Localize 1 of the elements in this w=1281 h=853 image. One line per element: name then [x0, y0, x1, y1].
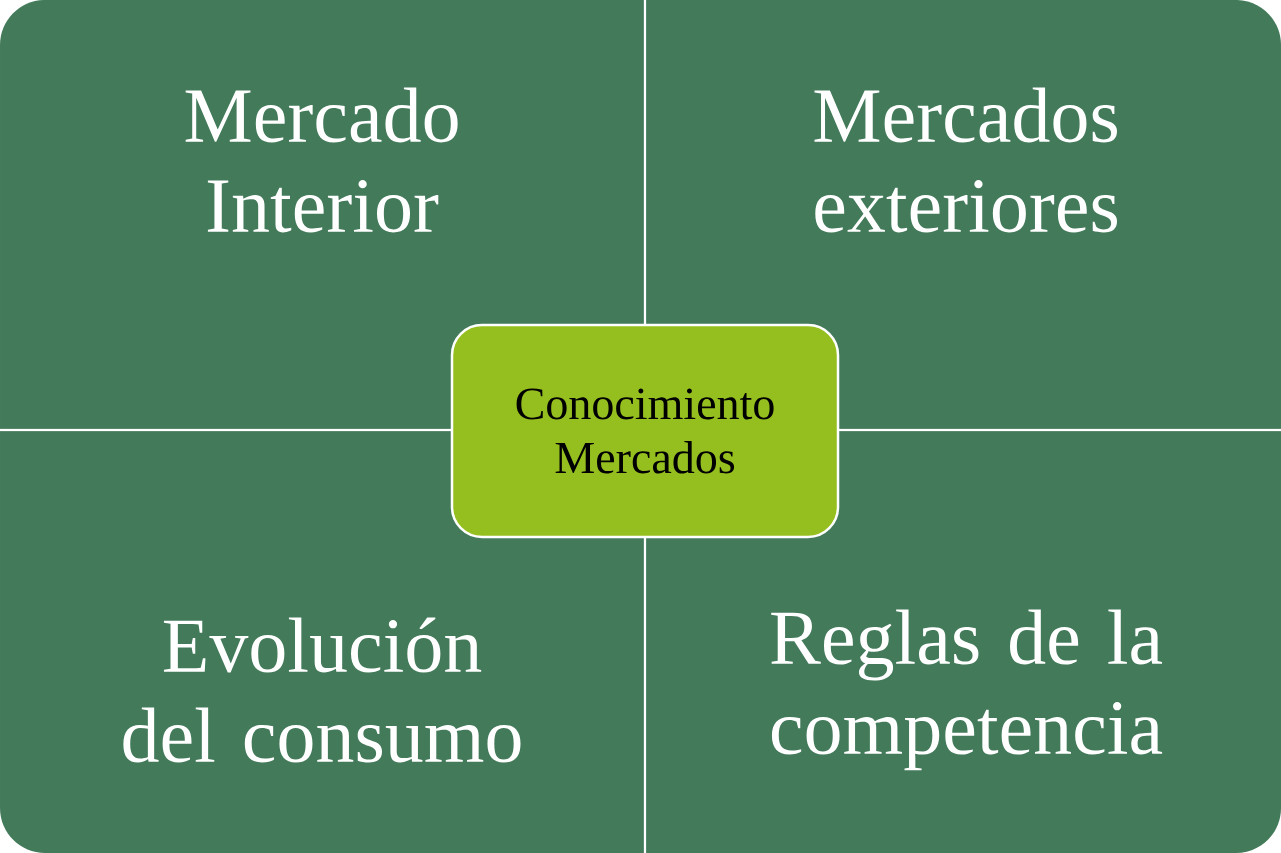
center-box: Conocimiento Mercados: [450, 323, 840, 539]
